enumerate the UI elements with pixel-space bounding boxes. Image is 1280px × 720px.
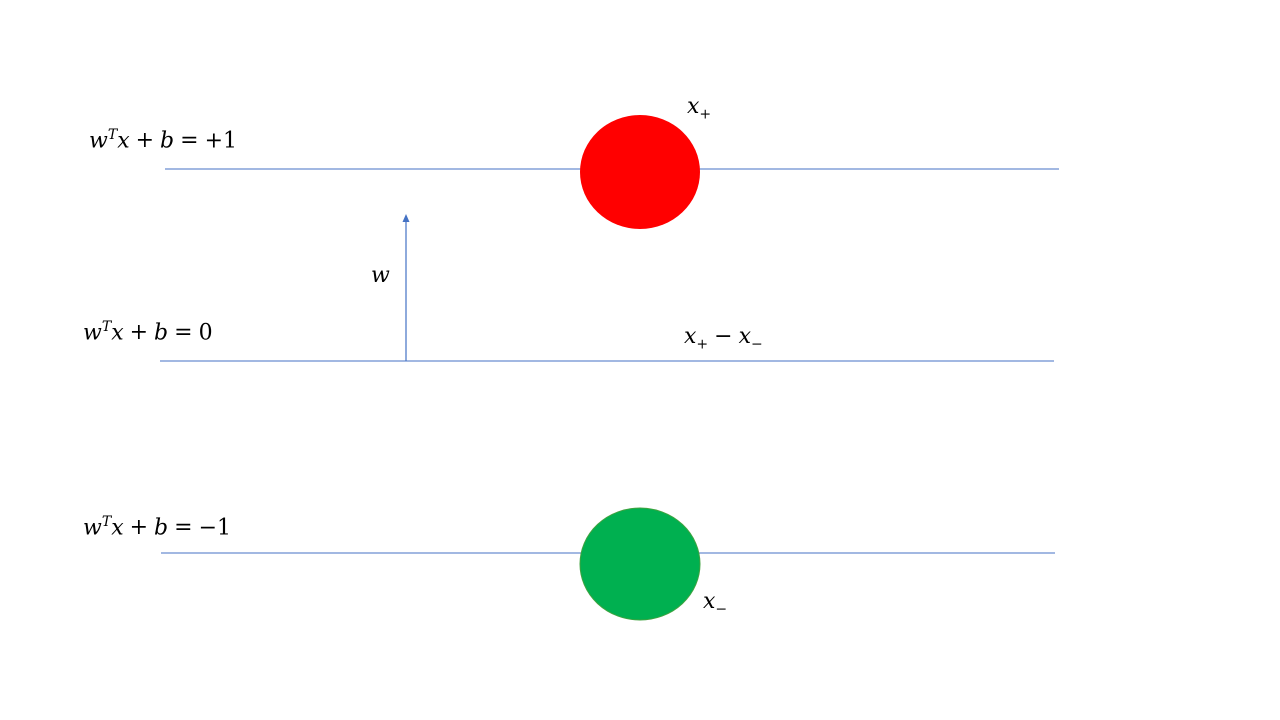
negative-hyperplane-equation: wTx+b=−1: [83, 515, 231, 539]
eq-rhs: −1: [198, 515, 232, 541]
eq-equals: =: [174, 515, 193, 541]
eq-equals: =: [180, 128, 199, 154]
w-vector-arrowhead: [402, 214, 410, 222]
decision-boundary-equation: wTx+b=0: [83, 320, 213, 344]
eq-w: w: [83, 515, 102, 541]
positive-support-vector: [580, 115, 700, 229]
eq-b: b: [154, 515, 169, 541]
eq-x: x: [111, 515, 124, 541]
w-label-text: w: [371, 263, 390, 288]
diff-x1: x: [684, 324, 697, 349]
x-minus-subscript: −: [715, 601, 728, 618]
eq-rhs: +1: [204, 128, 238, 154]
difference-label: x+−x−: [684, 324, 763, 353]
diff-sub1: +: [696, 336, 709, 353]
diff-x2: x: [738, 324, 752, 349]
x-minus-base: x: [703, 589, 716, 614]
eq-transpose: T: [101, 319, 112, 335]
eq-x: x: [117, 128, 130, 154]
diff-minus: −: [714, 324, 733, 349]
positive-hyperplane-equation: wTx+b=+1: [89, 128, 237, 152]
eq-transpose: T: [101, 514, 112, 530]
eq-plus: +: [129, 320, 149, 346]
eq-transpose: T: [107, 127, 118, 143]
eq-w: w: [89, 128, 108, 154]
eq-rhs: 0: [198, 320, 213, 346]
eq-b: b: [154, 320, 169, 346]
x-plus-base: x: [687, 94, 700, 119]
eq-b: b: [160, 128, 175, 154]
x-plus-label: x+: [687, 94, 712, 123]
eq-w: w: [83, 320, 102, 346]
eq-plus: +: [129, 515, 149, 541]
eq-x: x: [111, 320, 124, 346]
x-plus-subscript: +: [699, 106, 712, 123]
eq-plus: +: [135, 128, 155, 154]
x-minus-label: x−: [703, 589, 728, 618]
w-vector-label: w: [371, 265, 390, 287]
negative-support-vector: [579, 507, 701, 621]
eq-equals: =: [174, 320, 193, 346]
diff-sub2: −: [751, 336, 763, 353]
